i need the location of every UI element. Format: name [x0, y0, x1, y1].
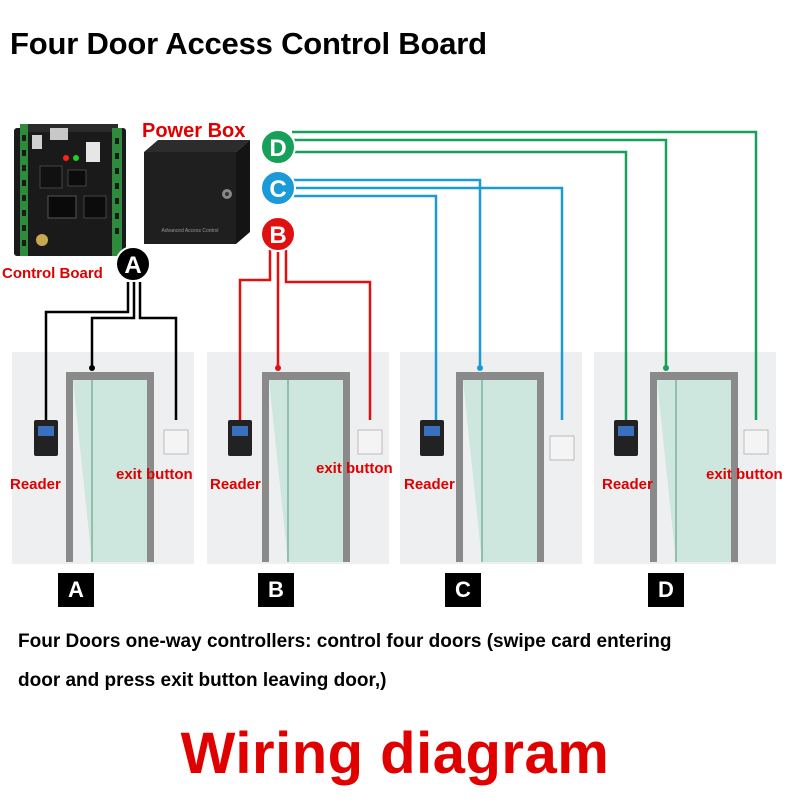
footer-title: Wiring diagram — [180, 721, 610, 786]
circle-label-a: A — [115, 246, 151, 282]
door-letter-a: A — [58, 573, 94, 607]
door-letter-c: C — [445, 573, 481, 607]
exit-label-a: exit button — [116, 466, 193, 483]
control-board-device — [14, 124, 126, 256]
wire-group-b — [238, 250, 372, 420]
door-letter-d: D — [648, 573, 684, 607]
door-letter-b: B — [258, 573, 294, 607]
reader-device-d — [614, 420, 638, 456]
power-box-device: Advanced Access Control — [144, 140, 250, 244]
circle-d-text: D — [269, 135, 286, 162]
circle-a-text: A — [124, 252, 141, 279]
circle-label-c: C — [260, 170, 296, 206]
wire-group-c — [292, 178, 564, 420]
description-line-2: door and press exit button leaving door,… — [18, 670, 387, 691]
circle-b-text: B — [269, 222, 286, 249]
wire-group-a — [44, 282, 178, 420]
exit-button-device-c — [549, 435, 575, 461]
door-d — [614, 372, 769, 562]
door-b — [228, 372, 383, 562]
reader-device-a — [34, 420, 58, 456]
reader-label-a: Reader — [10, 476, 61, 493]
circle-label-b: B — [260, 216, 296, 252]
door-c — [420, 372, 575, 562]
reader-label-c: Reader — [404, 476, 455, 493]
control-board-label: Control Board — [2, 265, 103, 282]
power-box-label: Power Box — [142, 120, 246, 142]
circle-c-text: C — [269, 176, 286, 203]
reader-device-b — [228, 420, 252, 456]
power-box-text: Advanced Access Control — [162, 228, 219, 234]
wire-group-d — [292, 130, 758, 420]
reader-device-c — [420, 420, 444, 456]
exit-label-b: exit button — [316, 460, 393, 477]
exit-button-device-a — [163, 429, 189, 455]
reader-label-d: Reader — [602, 476, 653, 493]
exit-button-device-d — [743, 429, 769, 455]
exit-label-d: exit button — [706, 466, 783, 483]
circle-label-d: D — [260, 129, 296, 165]
page-title: Four Door Access Control Board — [10, 26, 487, 61]
description-line-1: Four Doors one-way controllers: control … — [18, 631, 672, 652]
door-a — [34, 372, 189, 562]
exit-button-device-b — [357, 429, 383, 455]
reader-label-b: Reader — [210, 476, 261, 493]
